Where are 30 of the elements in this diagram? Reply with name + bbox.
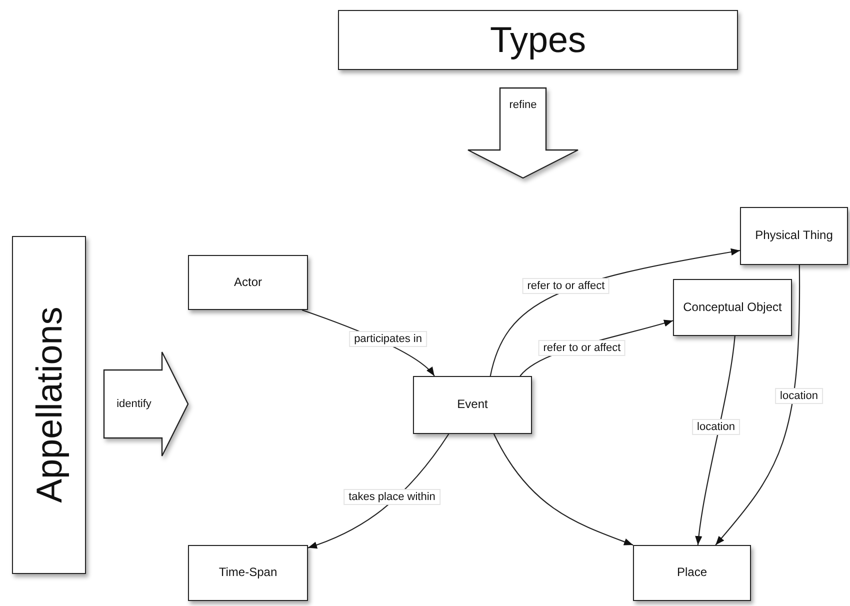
entity-box	[740, 207, 848, 265]
node-label: Place	[676, 566, 708, 580]
arrow	[493, 434, 634, 546]
entity-box	[413, 376, 532, 434]
node-label: Physical Thing	[755, 229, 833, 243]
edge-label: location	[692, 419, 740, 435]
edge-label: refer to or affect	[522, 278, 610, 294]
node-label: Conceptual Object	[683, 300, 782, 314]
entity-box	[188, 255, 308, 310]
node-label: Time-Span	[218, 566, 278, 580]
vertical-box	[12, 236, 86, 574]
title-box	[338, 10, 738, 70]
block-arrow	[468, 88, 578, 178]
node-label: Actor	[234, 276, 262, 290]
edge-label: participates in	[349, 331, 427, 347]
node-label: identify	[116, 398, 152, 410]
edge-label: takes place within	[344, 489, 440, 505]
entity-box	[673, 279, 792, 336]
block-arrow	[104, 352, 188, 456]
entity-box	[633, 545, 751, 601]
arrow	[695, 336, 736, 546]
edge-label: refer to or affect	[538, 340, 626, 356]
arrow	[308, 434, 450, 548]
node-label: refine	[509, 98, 537, 112]
title: Types	[490, 20, 586, 60]
arrow	[715, 265, 800, 546]
entity-box	[188, 545, 308, 601]
node-label: Appellations	[29, 306, 69, 504]
edge-label: location	[775, 388, 823, 404]
node-label: Event	[457, 398, 488, 412]
